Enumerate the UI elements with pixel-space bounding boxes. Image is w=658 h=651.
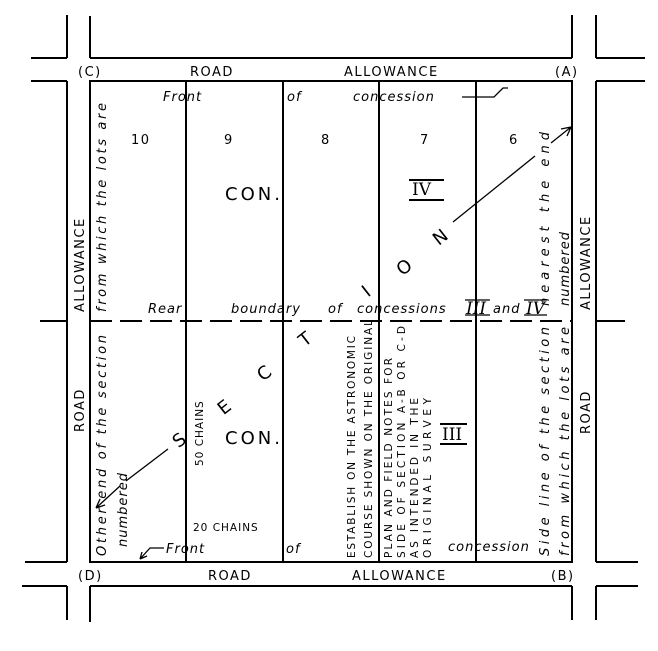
instruction-line: AS INTENDED IN THE <box>409 398 421 558</box>
iii-numeral: III <box>465 299 486 319</box>
bottom-front-label: Front <box>166 542 205 557</box>
lot-number: 8 <box>321 133 331 148</box>
top-front-label: Front <box>163 90 202 105</box>
boundary-word: boundary <box>231 302 301 317</box>
section-letter: O <box>393 255 417 280</box>
bottom-of-label: of <box>286 542 302 557</box>
section-letter: S <box>169 429 191 453</box>
lot-number: 9 <box>224 133 234 148</box>
right-note-line3: Side line of the section <box>538 326 553 556</box>
top-front-leader <box>462 87 508 98</box>
road-lines <box>22 15 645 622</box>
arrow-icon <box>550 126 572 144</box>
fifty-chains-label: 50 CHAINS <box>194 400 206 466</box>
right-road-label: ROAD <box>579 390 594 434</box>
concessions-word: concessions <box>357 302 447 317</box>
lot-number: 10 <box>131 133 151 148</box>
section-diagonal-label: S E C T I O N <box>95 126 572 509</box>
section-letter: I <box>358 282 375 302</box>
lot-number: 7 <box>420 133 430 148</box>
section-letter: C <box>253 362 276 386</box>
corner-b-label: (B) <box>551 569 575 584</box>
twenty-chains-label: 20 CHAINS <box>193 522 259 534</box>
instruction-line: COURSE SHOWN ON THE ORIGINAL <box>363 320 375 558</box>
top-road-label: ROAD <box>190 65 234 80</box>
section-letter: T <box>294 327 317 352</box>
rear-boundary-label: Rear boundary of concessions III and IV <box>148 299 547 319</box>
bottom-road-label: ROAD <box>208 569 252 584</box>
right-allowance-label: ALLOWANCE <box>579 215 594 310</box>
corner-c-label: (C) <box>78 65 102 80</box>
section-letter: N <box>429 225 453 250</box>
right-note-line4: from which the lots are <box>558 326 573 556</box>
left-note-line2: Other end of the section <box>95 334 110 556</box>
instruction-line: ORIGINAL SURVEY <box>422 397 434 558</box>
top-concession-label: concession <box>353 90 435 105</box>
con-iv-label: CON. <box>225 184 283 205</box>
left-note-line1: from which the lots are <box>95 102 110 312</box>
survey-instructions: ESTABLISH ON THE ASTRONOMIC COURSE SHOWN… <box>346 320 434 558</box>
instruction-line: PLAN AND FIELD NOTES FOR <box>383 358 395 558</box>
iv-numeral: IV <box>525 299 547 319</box>
top-of-label: of <box>287 90 303 105</box>
right-note-line1: nearest the end <box>538 131 553 306</box>
left-note-line3: numbered <box>116 472 131 547</box>
corner-d-label: (D) <box>78 569 103 584</box>
con-iii-label: CON. <box>225 428 283 449</box>
corner-a-label: (A) <box>555 65 579 80</box>
bottom-allowance-label: ALLOWANCE <box>352 569 447 584</box>
rear-word: Rear <box>148 302 183 317</box>
bottom-concession-label: concession <box>448 540 530 555</box>
con-iii-numeral: III <box>442 425 462 445</box>
and-word: and <box>493 302 520 317</box>
arrow-icon <box>95 485 121 509</box>
bottom-front-leader <box>139 547 164 560</box>
of-word: of <box>328 302 344 317</box>
lot-number: 6 <box>509 133 519 148</box>
section-letter: E <box>214 396 236 420</box>
right-note-line2: numbered <box>558 231 573 306</box>
con-iv-numeral: IV <box>412 180 432 200</box>
left-road-label: ROAD <box>73 388 88 432</box>
instruction-line: ESTABLISH ON THE ASTRONOMIC <box>346 336 358 558</box>
top-allowance-label: ALLOWANCE <box>344 65 439 80</box>
instruction-line: SIDE OF SECTION A-B OR C-D <box>396 326 408 558</box>
left-allowance-label: ALLOWANCE <box>73 217 88 312</box>
